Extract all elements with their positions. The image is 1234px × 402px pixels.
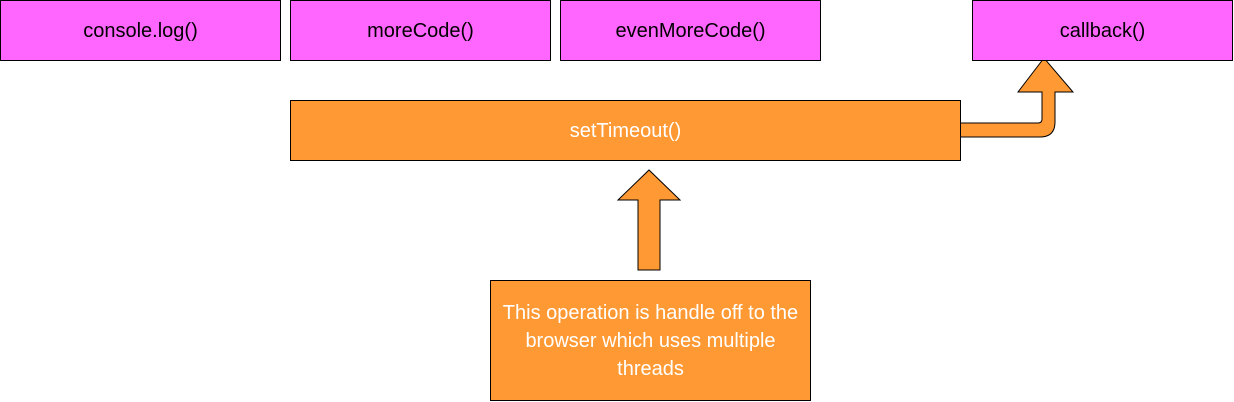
callback-label: callback() <box>1059 19 1146 42</box>
browser-note-box: This operation is handle off to the brow… <box>490 280 811 401</box>
even-more-code-box: evenMoreCode() <box>560 0 821 61</box>
settimeout-label: setTimeout() <box>569 119 682 142</box>
callback-box: callback() <box>972 0 1233 61</box>
arrow-note-to-settimeout <box>616 169 682 271</box>
more-code-label: moreCode() <box>367 19 474 42</box>
even-more-code-label: evenMoreCode() <box>615 19 766 42</box>
browser-note-text: This operation is handle off to the brow… <box>502 301 799 380</box>
arrow-settimeout-to-callback <box>946 57 1075 138</box>
settimeout-box: setTimeout() <box>290 100 961 161</box>
console-log-box: console.log() <box>0 0 281 61</box>
more-code-box: moreCode() <box>290 0 551 61</box>
console-log-label: console.log() <box>83 19 198 42</box>
